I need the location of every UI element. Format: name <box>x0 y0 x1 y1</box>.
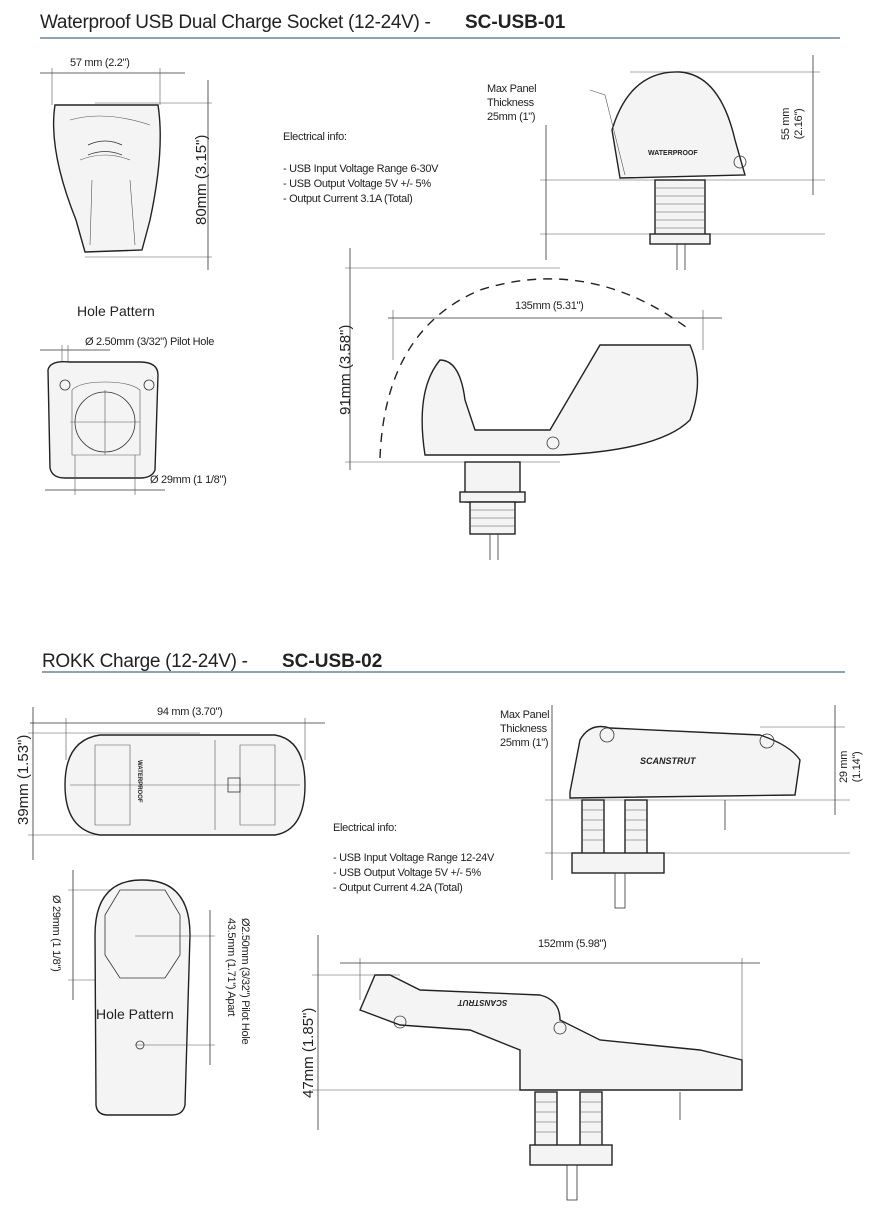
electrical-line: - Output Current 3.1A (Total) <box>283 193 413 205</box>
s1-pilot-hole: Ø 2.50mm (3/32") Pilot Hole <box>85 336 215 348</box>
s1-side-view <box>540 55 825 270</box>
s1-device-label: WATERPROOF <box>648 150 698 157</box>
s2-top-view <box>28 707 325 860</box>
s1-front-view <box>40 68 212 270</box>
electrical-line: - USB Input Voltage Range 6-30V <box>283 163 439 175</box>
s2-hole-pattern <box>68 870 215 1116</box>
pilot-hole-line: 43.5mm (1.71") Apart <box>225 918 237 1017</box>
s2-width-dim: 94 mm (3.70") <box>157 706 223 718</box>
s2-open-view <box>312 935 760 1201</box>
electrical-line: - USB Input Voltage Range 12-24V <box>333 852 495 864</box>
max-panel-line: 25mm (1") <box>487 111 536 123</box>
s2-side-height-dim: 29 mm (1.14") <box>838 751 864 783</box>
s1-open-width-dim: 135mm (5.31") <box>515 300 584 312</box>
s2-height-dim: 39mm (1.53") <box>15 734 32 825</box>
s2-open-brand-label: SCANSTRUT <box>458 998 508 1007</box>
max-panel-line: Thickness <box>487 97 534 109</box>
s2-open-height-dim: 47mm (1.85") <box>300 1007 317 1098</box>
pilot-hole-line: Ø2.50mm (3/32") Pilot Hole <box>239 918 251 1045</box>
max-panel-line: Thickness <box>500 723 547 735</box>
dim-line: 55 mm <box>780 107 792 140</box>
s1-hole-pattern-title: Hole Pattern <box>77 303 155 319</box>
section1-code: SC-USB-01 <box>465 12 566 33</box>
section2-divider <box>42 671 845 673</box>
s2-device-label: WATERPROOF <box>136 760 142 803</box>
s2-open-width-dim: 152mm (5.98") <box>538 938 607 950</box>
s2-hole-dim: Ø 29mm (1 1/8") <box>50 895 62 972</box>
s2-electrical-title: Electrical info: <box>333 822 397 834</box>
s2-brand-label: SCANSTRUT <box>640 756 696 766</box>
section1-title: Waterproof USB Dual Charge Socket (12-24… <box>40 12 431 33</box>
s2-pilot-hole: Ø2.50mm (3/32") Pilot Hole 43.5mm (1.71"… <box>224 918 252 1044</box>
s2-hole-pattern-title: Hole Pattern <box>96 1006 174 1022</box>
s1-open-height-dim: 91mm (3.58") <box>337 324 354 415</box>
s2-side-view <box>545 705 850 909</box>
max-panel-line: 25mm (1") <box>500 737 549 749</box>
dim-line: (1.14") <box>851 751 863 783</box>
s1-side-height-dim: 55 mm (2.16") <box>780 108 806 140</box>
s1-electrical-list: - USB Input Voltage Range 6-30V - USB Ou… <box>283 162 439 207</box>
s1-open-view <box>345 248 722 560</box>
max-panel-line: Max Panel <box>500 709 550 721</box>
dim-line: (2.16") <box>793 108 805 140</box>
s2-max-panel: Max Panel Thickness 25mm (1") <box>500 708 550 750</box>
s1-electrical-title: Electrical info: <box>283 131 347 143</box>
section2-title: ROKK Charge (12-24V) - <box>42 651 248 672</box>
dim-line: 29 mm <box>838 750 850 783</box>
s1-width-dim: 57 mm (2.2") <box>70 57 130 69</box>
electrical-line: - USB Output Voltage 5V +/- 5% <box>283 178 431 190</box>
s2-electrical-list: - USB Input Voltage Range 12-24V - USB O… <box>333 851 494 896</box>
s1-max-panel: Max Panel Thickness 25mm (1") <box>487 82 537 124</box>
s1-hole-dim: Ø 29mm (1 1/8") <box>150 474 227 486</box>
section1-divider <box>40 37 840 39</box>
max-panel-line: Max Panel <box>487 83 537 95</box>
electrical-line: - Output Current 4.2A (Total) <box>333 882 463 894</box>
s1-hole-pattern <box>40 345 165 495</box>
section2-code: SC-USB-02 <box>282 651 383 672</box>
electrical-line: - USB Output Voltage 5V +/- 5% <box>333 867 481 879</box>
s1-height-dim: 80mm (3.15") <box>193 134 210 225</box>
